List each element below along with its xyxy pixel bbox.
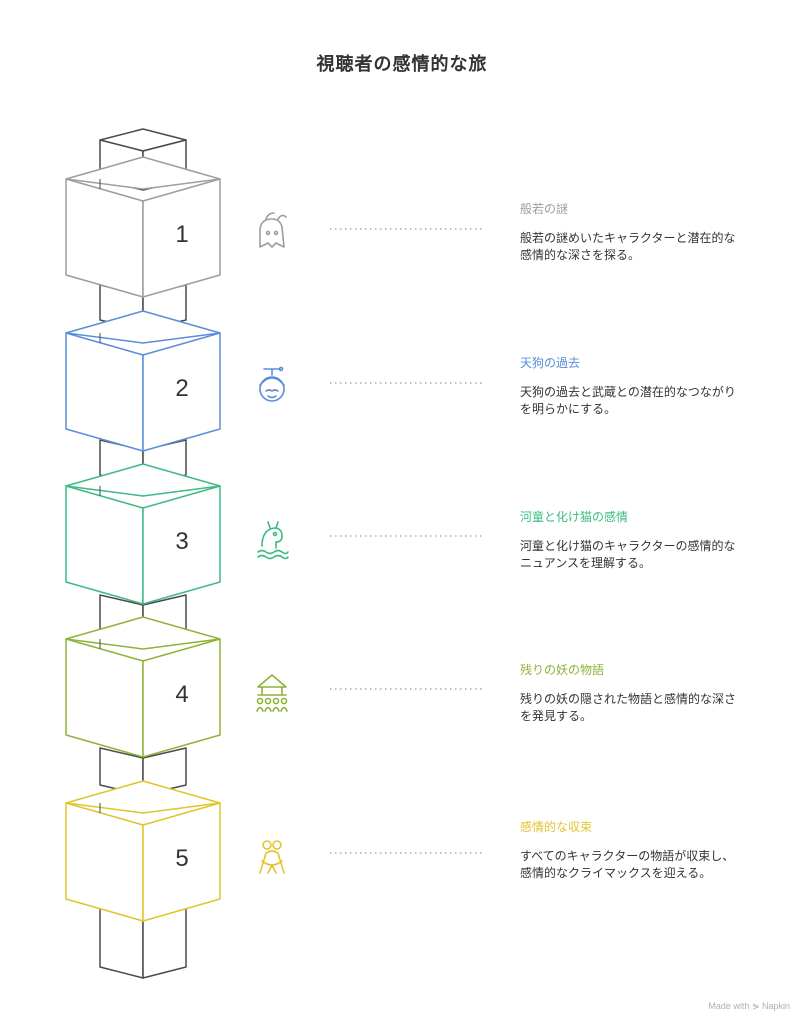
stage-description-5: すべてのキャラクターの物語が収束し、感情的なクライマックスを迎える。	[520, 849, 735, 880]
stage-cube-5	[65, 780, 221, 922]
stage-title-3: 河童と化け猫の感情	[520, 510, 629, 524]
stage-title-5: 感情的な収束	[520, 820, 593, 834]
pillar-segment	[99, 747, 187, 796]
stage-cube-4	[65, 616, 221, 758]
stage-number-5: 5	[175, 845, 188, 872]
stage-description-1: 般若の謎めいたキャラクターと潜在的な感情的な深さを探る。	[520, 231, 736, 262]
stage-title-4: 残りの妖の物語	[520, 663, 605, 677]
embrace-icon	[259, 840, 285, 874]
stage-icons	[256, 212, 289, 874]
pillar-bottom-cap	[99, 899, 187, 979]
stage-cubes: 1 2 3 4 5	[65, 156, 221, 922]
stage-cube-2	[65, 310, 221, 452]
stage-title-1: 般若の謎	[520, 202, 569, 216]
stage-cube-1	[65, 156, 221, 298]
made-with-napkin-watermark: Made with ⋟ Napkin	[708, 1001, 790, 1011]
stage-number-4: 4	[175, 681, 188, 708]
stage-cube-3	[65, 463, 221, 605]
kappa-water-icon	[257, 521, 289, 560]
hannya-mask-icon	[259, 212, 287, 248]
stage-description-3: 河童と化け猫のキャラクターの感情的なニュアンスを理解する。	[520, 539, 736, 570]
connectors	[330, 228, 484, 854]
page-title: 視聴者の感情的な旅	[316, 54, 488, 75]
tengu-face-icon	[259, 366, 285, 402]
shrine-people-icon	[256, 674, 288, 712]
stage-description-4: 残りの妖の隠された物語と感情的な深さを発見する。	[520, 692, 737, 723]
stage-description-2: 天狗の過去と武蔵との潜在的なつながりを明らかにする。	[520, 385, 736, 416]
stage-title-2: 天狗の過去	[520, 356, 581, 370]
stage-number-3: 3	[175, 528, 188, 555]
stage-number-1: 1	[175, 221, 188, 248]
stage-number-2: 2	[175, 375, 188, 402]
